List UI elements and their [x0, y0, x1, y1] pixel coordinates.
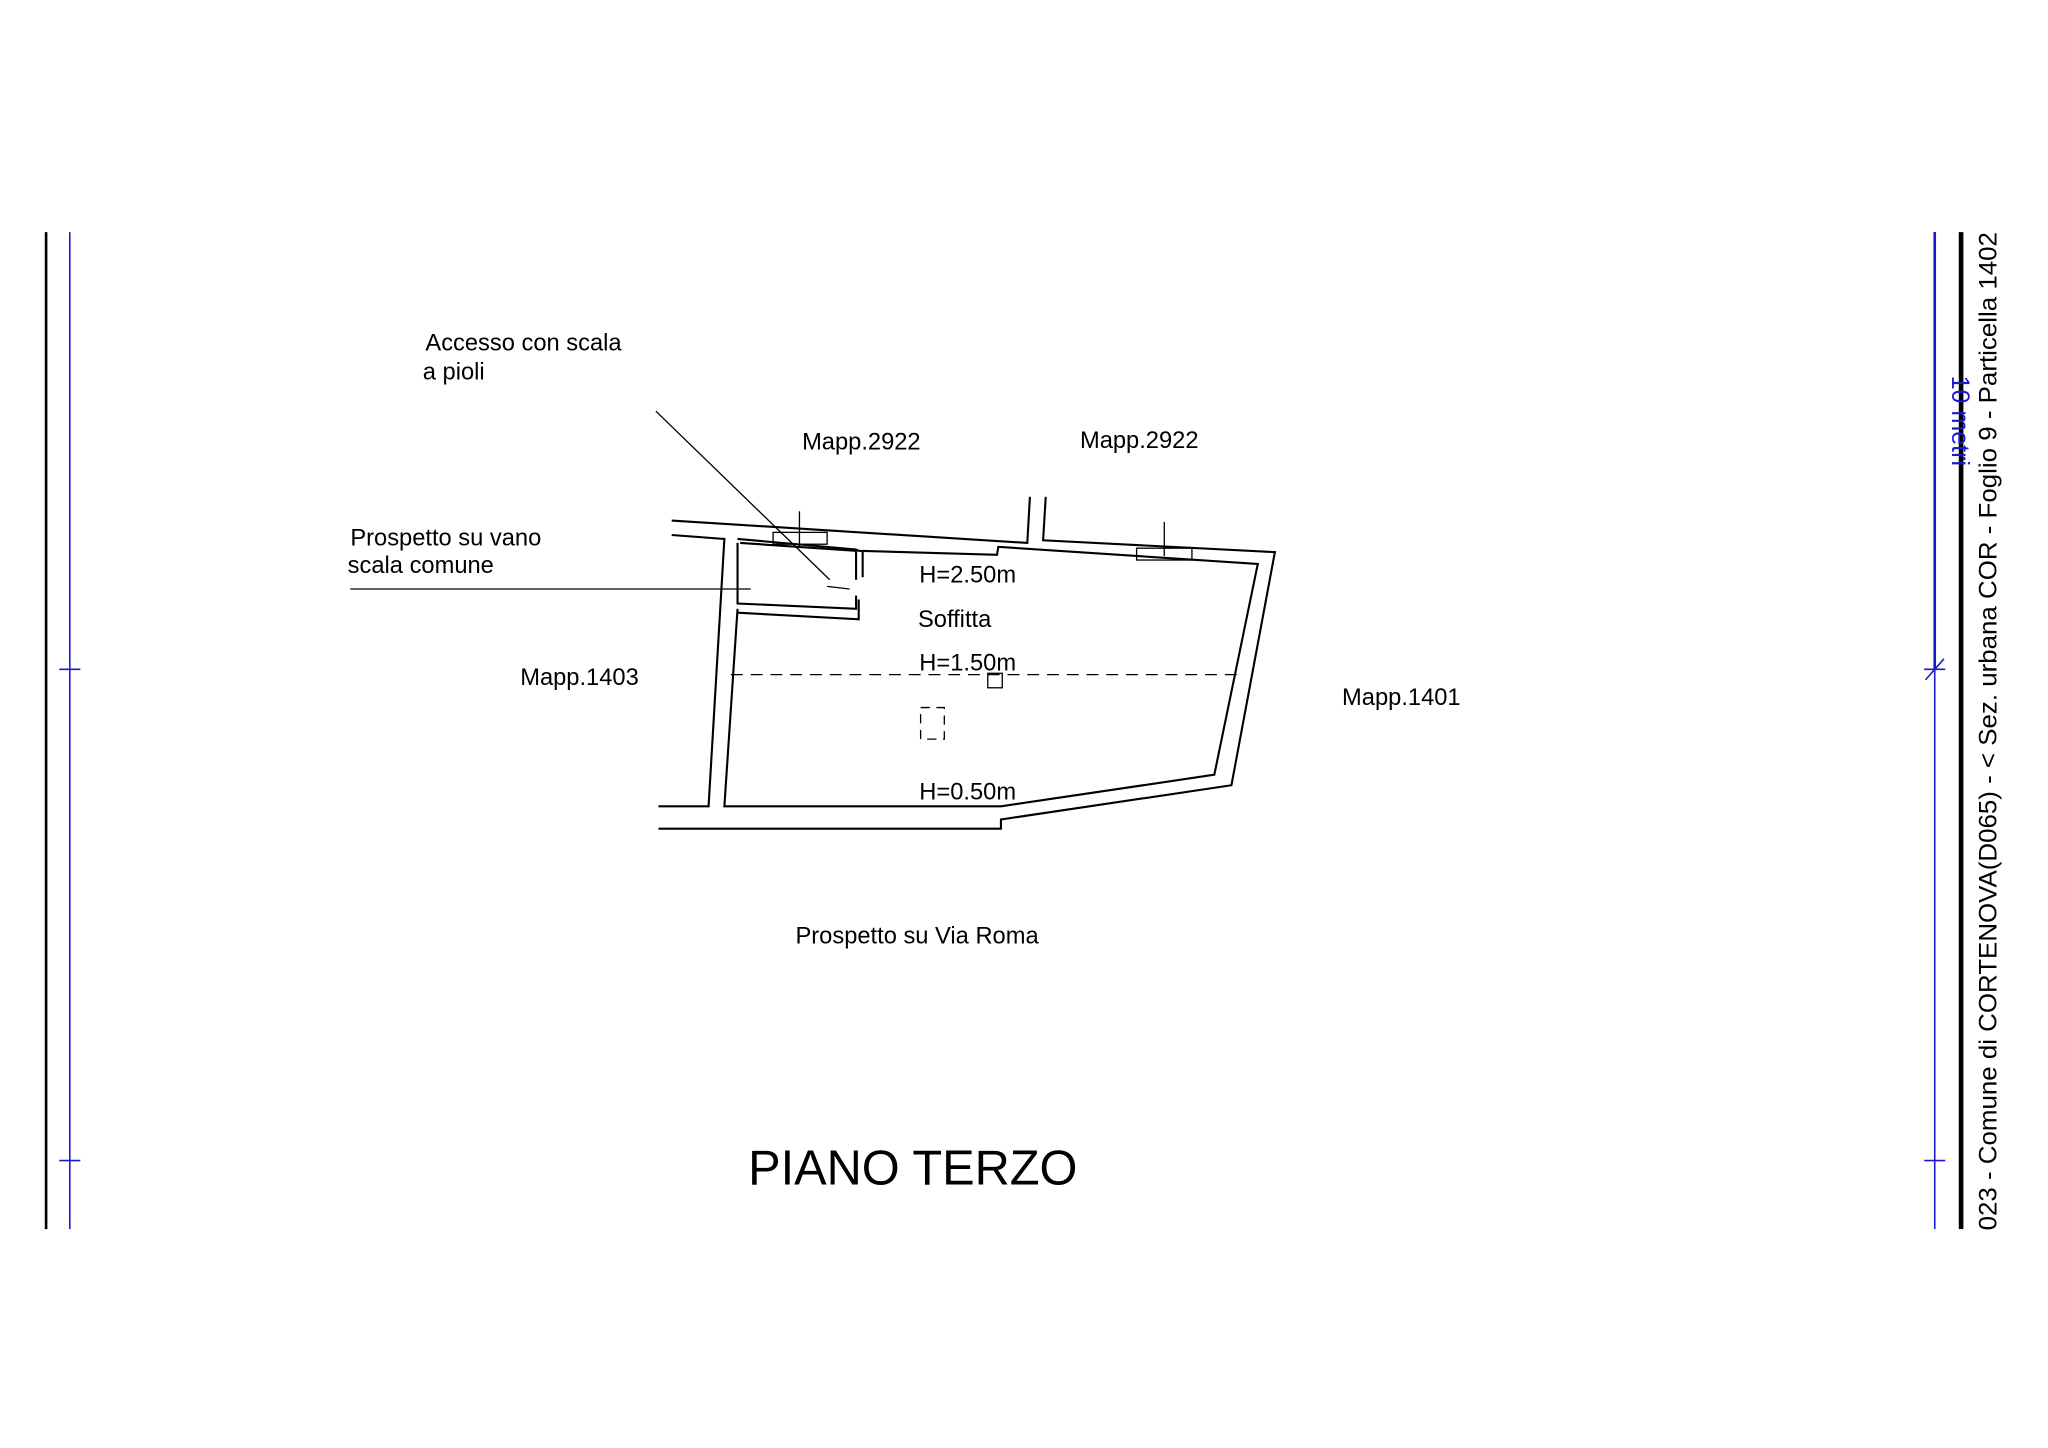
ladder-note-line1: Accesso con scala — [425, 331, 622, 357]
sheet-title: PIANO TERZO — [748, 1141, 1077, 1195]
height-label-top: H=2.50m — [919, 562, 1016, 588]
ladder-note-line2: a pioli — [423, 360, 485, 386]
ladder-leader-line — [655, 410, 831, 581]
stair-note-line1: Prospetto su vano — [350, 526, 541, 552]
right-scale-bar — [1924, 232, 1946, 1230]
scale-label: 10 metri — [1946, 376, 1974, 466]
parcel-top-left: Mapp.2922 — [802, 429, 921, 455]
hatch-outline — [919, 706, 945, 740]
left-scale-bar — [59, 232, 81, 1230]
parcel-left: Mapp.1403 — [520, 665, 639, 691]
stair-note-line2: scala comune — [348, 553, 494, 579]
room-name: Soffitta — [918, 607, 992, 633]
skylight-square — [987, 672, 1003, 689]
margin-caption: 023 - Comune di CORTENOVA(D065) - < Sez.… — [1975, 232, 2003, 1230]
street-note: Prospetto su Via Roma — [795, 923, 1039, 949]
parcel-top-right: Mapp.2922 — [1080, 428, 1199, 454]
height-label-bottom: H=0.50m — [919, 780, 1016, 806]
height-label-middle: H=1.50m — [919, 651, 1016, 677]
plan-walls — [658, 496, 1277, 830]
parcel-right: Mapp.1401 — [1342, 685, 1461, 711]
